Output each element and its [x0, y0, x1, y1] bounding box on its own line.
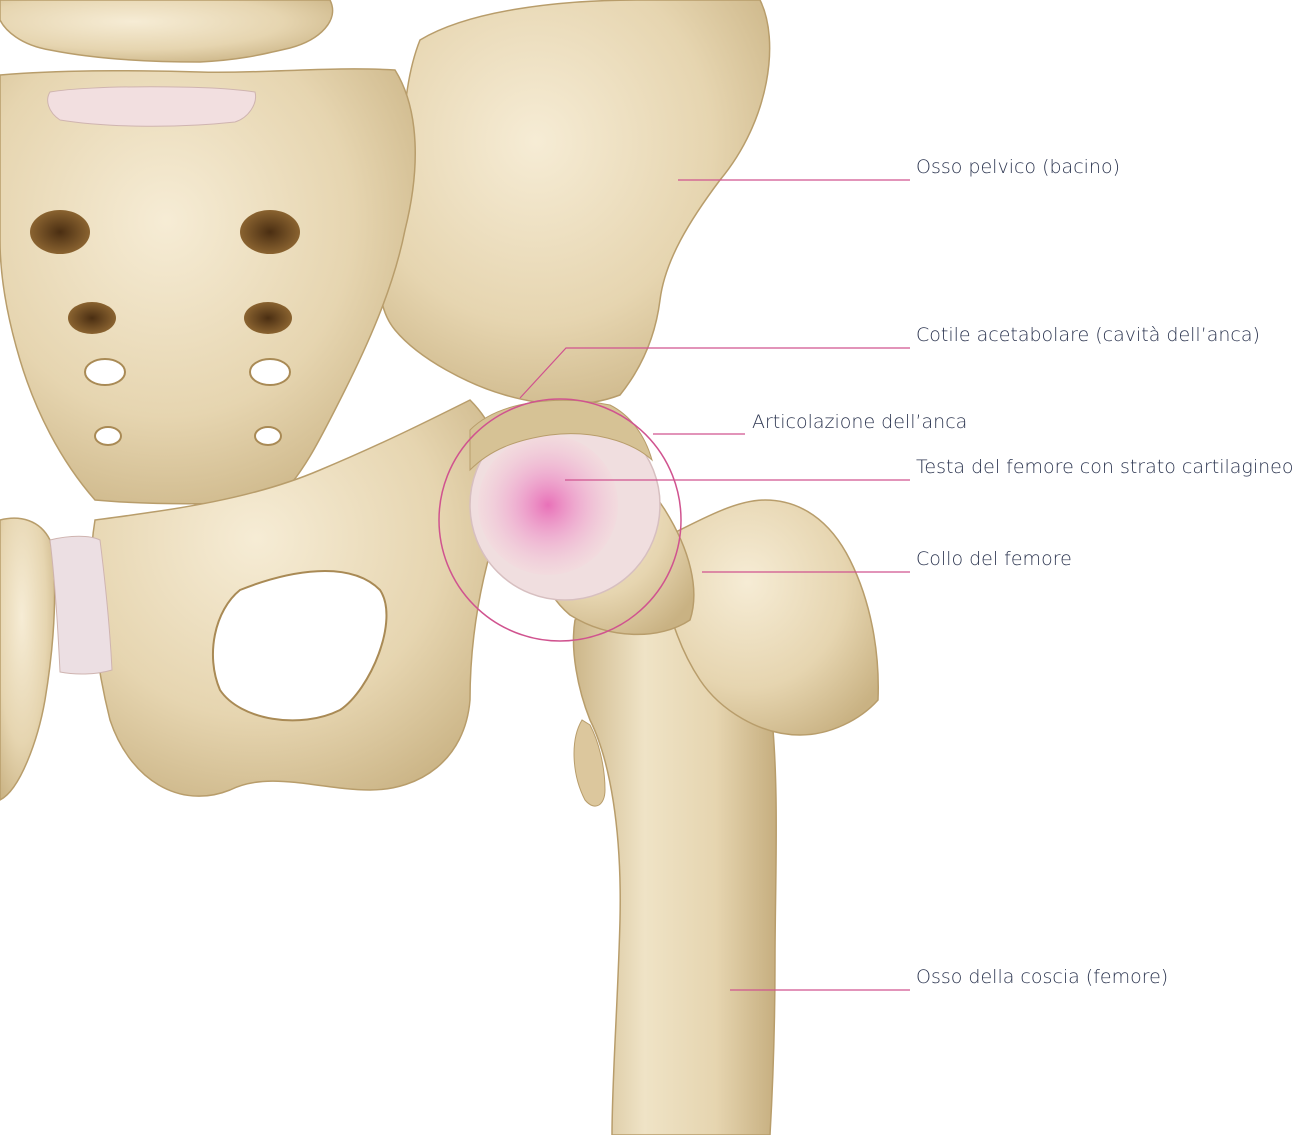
label-thigh-bone: Osso della coscia (femore): [916, 968, 1168, 987]
sacral-foramen: [68, 302, 116, 334]
left-pubic-bone: [0, 518, 55, 800]
label-acetabulum: Cotile acetabolare (cavità dell’anca): [916, 326, 1260, 345]
ilium-wing: [380, 0, 770, 404]
sacral-foramen: [240, 210, 300, 254]
sacral-foramen: [95, 427, 121, 445]
sacral-foramen: [250, 359, 290, 385]
label-femoral-neck: Collo del femore: [916, 550, 1072, 569]
lumbar-vertebra: [0, 0, 333, 62]
label-femoral-head: Testa del femore con strato cartilagineo: [916, 458, 1293, 477]
intervertebral-disc: [48, 87, 256, 127]
sacral-foramen: [85, 359, 125, 385]
sacrum: [0, 69, 415, 504]
label-pelvic-bone: Osso pelvico (bacino): [916, 158, 1120, 177]
label-hip-joint: Articolazione dell’anca: [752, 413, 967, 432]
femoral-head-highlight: [478, 435, 618, 575]
sacral-foramen: [30, 210, 90, 254]
sacral-foramen: [244, 302, 292, 334]
sacral-foramen: [255, 427, 281, 445]
